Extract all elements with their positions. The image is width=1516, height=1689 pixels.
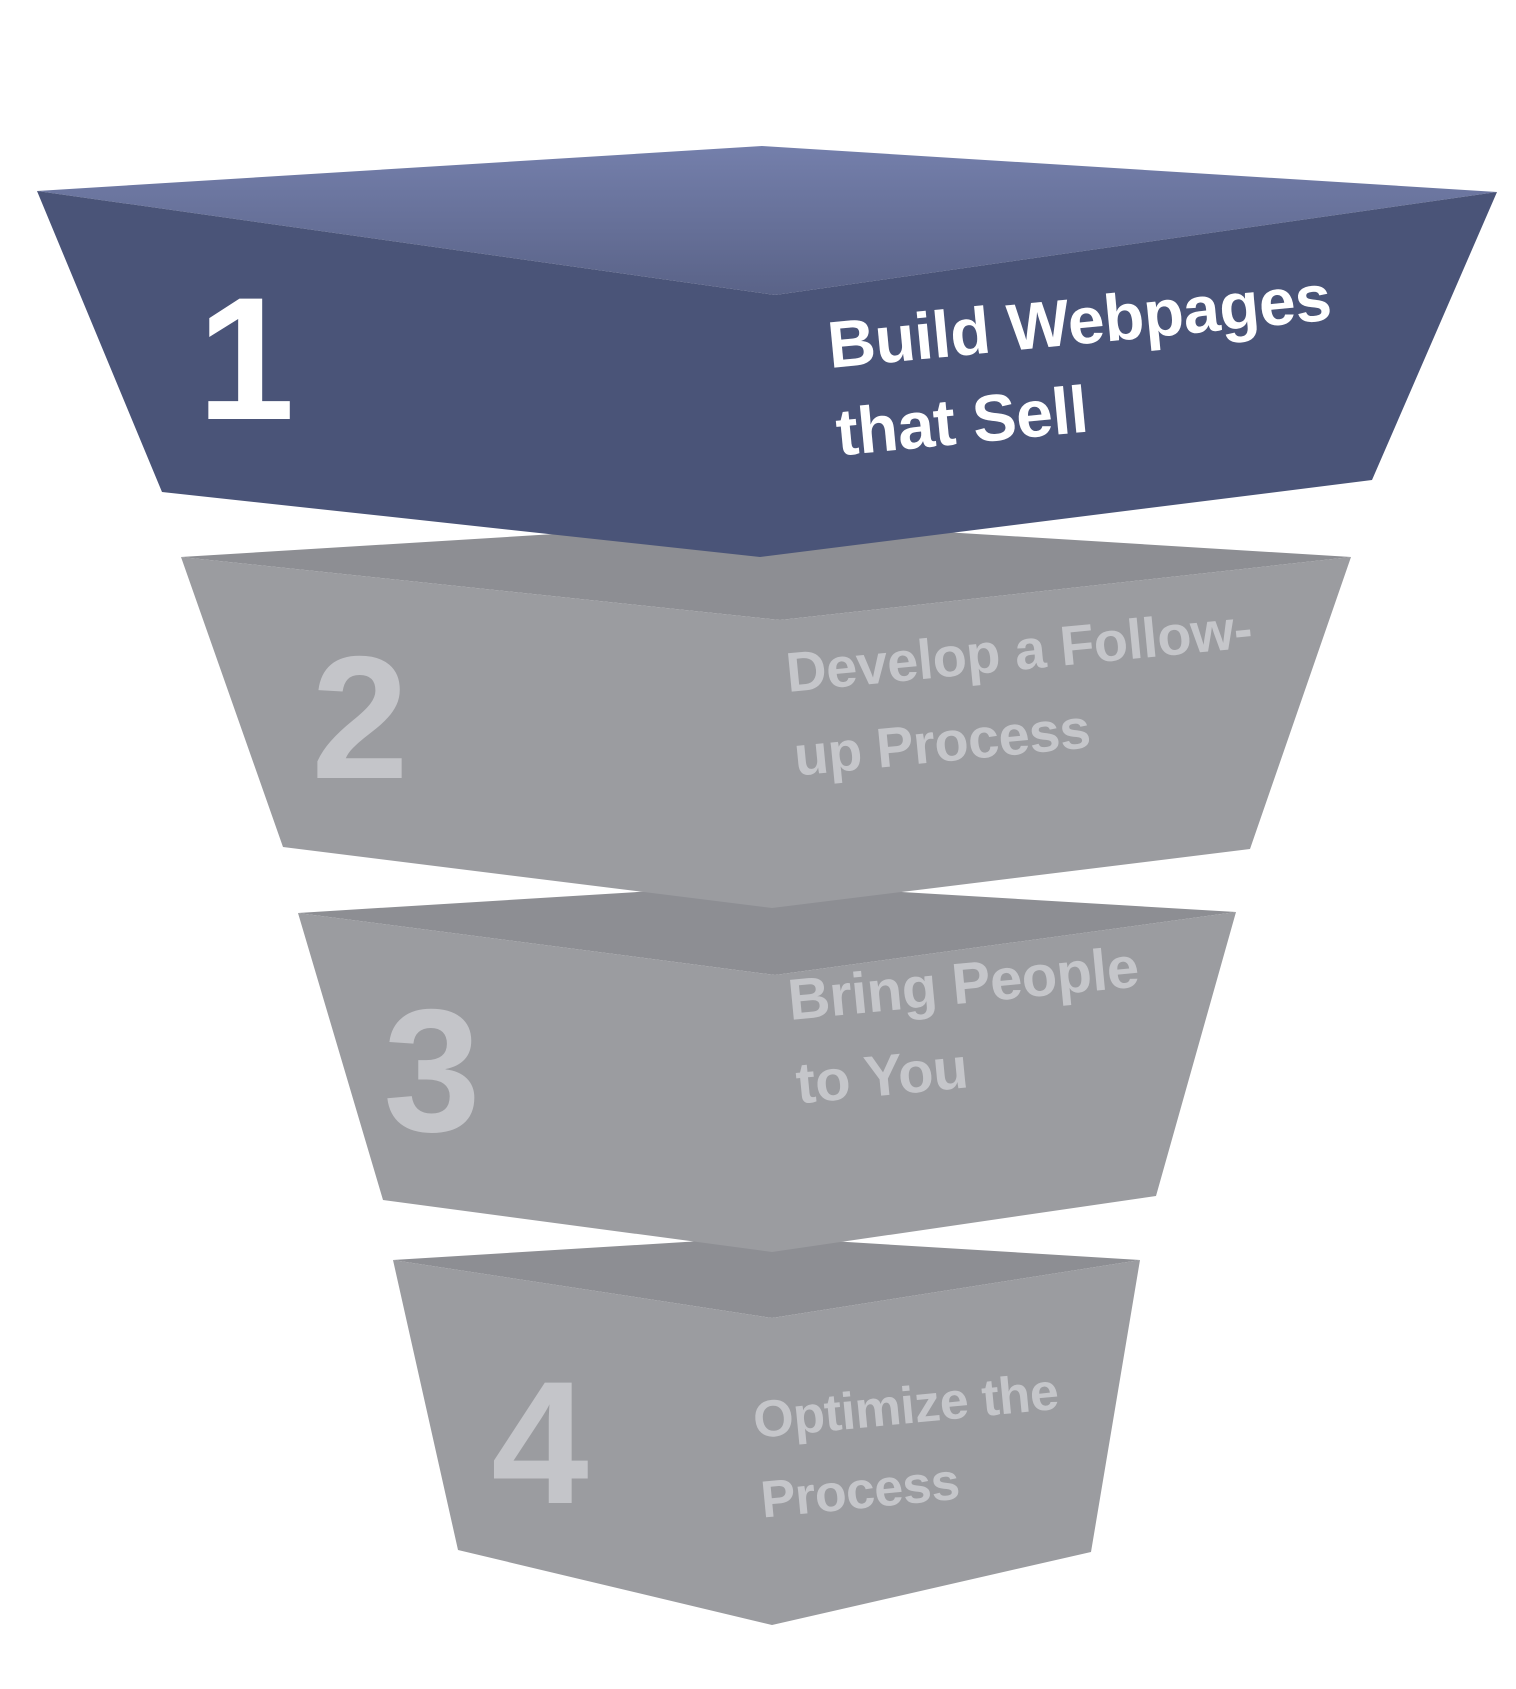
funnel-layer-3: 3 Bring People to You <box>298 884 1236 1252</box>
layer-4-front-face <box>393 1260 1140 1625</box>
layer-1-top-face <box>37 146 1497 295</box>
funnel-layer-4: 4 Optimize the Process <box>393 1237 1140 1625</box>
funnel-layer-2: 2 Develop a Follow- up Process <box>181 521 1351 908</box>
layer-4-number: 4 <box>491 1346 588 1541</box>
layer-1-front-face <box>37 191 1497 557</box>
layer-2-number: 2 <box>311 621 408 816</box>
layer-4-top-face <box>393 1237 1140 1318</box>
layer-2-front-face <box>181 557 1351 908</box>
layer-3-top-face <box>298 884 1236 975</box>
layer-3-front-face <box>298 912 1236 1252</box>
layer-2-top-face <box>181 521 1351 620</box>
layer-1-number: 1 <box>197 262 294 457</box>
layer-3-number: 3 <box>383 974 480 1169</box>
funnel-layer-1: 1 Build Webpages that Sell <box>37 146 1497 557</box>
